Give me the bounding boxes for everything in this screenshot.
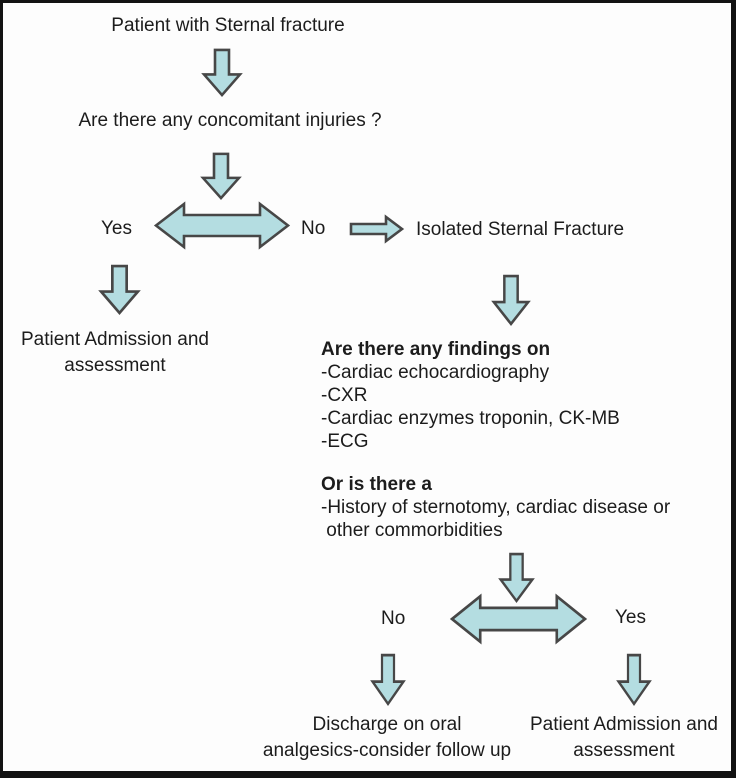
double-arrow-icon bbox=[153, 201, 291, 250]
node-discharge: Discharge on oral analgesics-consider fo… bbox=[263, 712, 511, 764]
down-arrow-icon bbox=[201, 48, 243, 97]
findings-item: -History of sternotomy, cardiac disease … bbox=[321, 497, 671, 518]
down-arrow-icon bbox=[498, 552, 535, 603]
node-question-concomitant: Are there any concomitant injuries ? bbox=[78, 110, 382, 131]
node-isolated-fracture: Isolated Sternal Fracture bbox=[416, 219, 625, 240]
node-admission-left: Patient Admission and assessment bbox=[21, 327, 209, 379]
admission-left-line2: assessment bbox=[64, 355, 166, 376]
node-start: Patient with Sternal fracture bbox=[111, 15, 345, 36]
admission-left-line1: Patient Admission and bbox=[20, 329, 210, 350]
findings-heading2: Or is there a bbox=[321, 474, 432, 495]
findings-item: -CXR bbox=[321, 385, 368, 406]
down-arrow-icon bbox=[200, 152, 242, 200]
findings-item: other commorbidities bbox=[321, 520, 503, 541]
discharge-line1: Discharge on oral bbox=[312, 714, 462, 735]
admission-right-line1: Patient Admission and bbox=[529, 714, 719, 735]
branch2-no-label: No bbox=[381, 608, 406, 629]
node-findings: Are there any findings on -Cardiac echoc… bbox=[321, 338, 670, 542]
branch2-yes-label: Yes bbox=[615, 607, 646, 628]
branch1-yes-label: Yes bbox=[101, 218, 132, 239]
right-arrow-icon bbox=[349, 214, 405, 244]
findings-item: -Cardiac enzymes troponin, CK-MB bbox=[321, 408, 620, 429]
down-arrow-icon bbox=[370, 653, 406, 706]
branch1-no-label: No bbox=[301, 218, 326, 239]
findings-heading1: Are there any findings on bbox=[321, 339, 551, 360]
admission-right-line2: assessment bbox=[573, 740, 675, 761]
discharge-line2: analgesics-consider follow up bbox=[262, 740, 512, 761]
node-admission-right: Patient Admission and assessment bbox=[530, 712, 718, 764]
findings-item: -ECG bbox=[321, 431, 369, 452]
findings-spacer bbox=[321, 453, 670, 473]
down-arrow-icon bbox=[616, 653, 652, 706]
down-arrow-icon bbox=[98, 264, 141, 315]
down-arrow-icon bbox=[491, 274, 531, 326]
double-arrow-icon bbox=[449, 593, 588, 645]
findings-item: -Cardiac echocardiography bbox=[321, 362, 550, 383]
